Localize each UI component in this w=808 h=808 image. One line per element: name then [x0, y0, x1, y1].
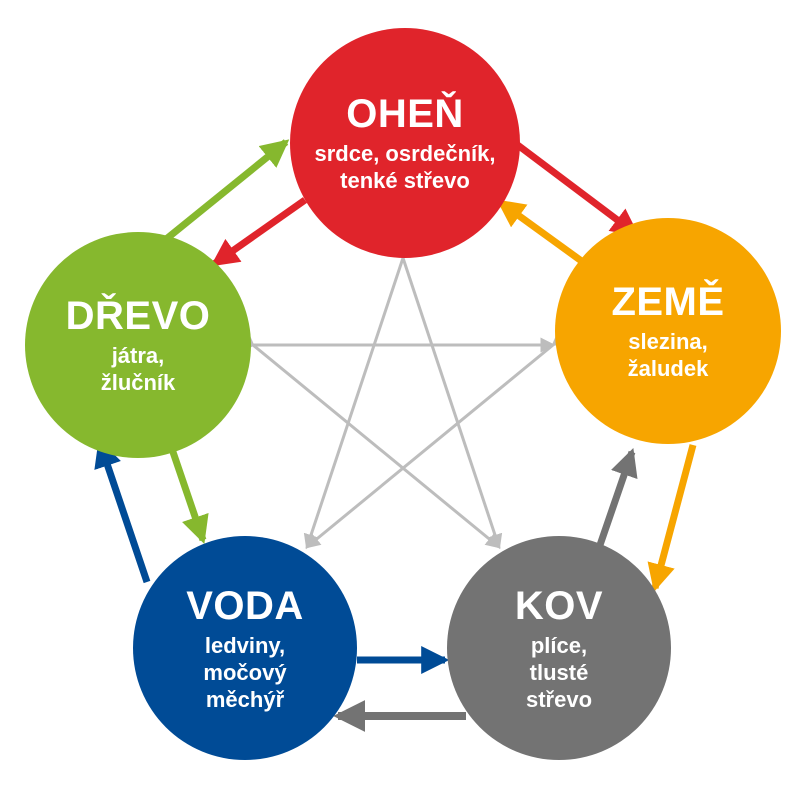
element-fire-organ-line: tenké střevo: [340, 168, 470, 193]
element-metal-organs: plíce, tlusté střevo: [526, 632, 592, 713]
element-metal-organ-line: tlusté: [529, 659, 589, 685]
arrow-wood-to-fire: [162, 139, 290, 243]
arrow-water-to-wood: [94, 439, 151, 584]
element-water-circle: VODA ledviny, močový měchýř: [133, 536, 357, 760]
outer-arrows: [94, 139, 697, 732]
star-line-earth-water: [305, 331, 568, 549]
element-earth-organs: slezina, žaludek: [628, 328, 709, 382]
element-earth-title: ZEMĚ: [611, 280, 725, 324]
element-wood-organs: játra, žlučník: [101, 342, 176, 396]
arrow-earth-to-metal: [647, 444, 697, 593]
element-wood-circle: DŘEVO játra, žlučník: [25, 232, 251, 458]
inner-star: [238, 243, 568, 550]
arrow-earth-to-fire: [496, 199, 590, 268]
element-wood-organ-line: žlučník: [100, 370, 176, 395]
element-water-organ-line: ledviny,: [204, 632, 286, 658]
element-water-organ-line: měchýř: [205, 686, 285, 712]
element-earth-organ-line: žaludek: [627, 356, 709, 381]
arrow-wood-to-water: [169, 450, 209, 544]
element-fire-organ-line: srdce, osrdečník,: [314, 141, 496, 166]
element-water-title: VODA: [186, 583, 304, 628]
element-earth-organ-line: slezina,: [628, 329, 708, 354]
arrow-fire-to-wood: [210, 197, 308, 267]
element-metal-title: KOV: [514, 583, 604, 628]
element-water-organ-line: močový: [203, 659, 287, 685]
arrow-metal-to-earth: [596, 448, 638, 547]
element-wood-title: DŘEVO: [65, 294, 211, 338]
element-metal-organ-line: plíce,: [530, 632, 588, 658]
element-fire-circle: OHEŇ srdce, osrdečník, tenké střevo: [290, 28, 520, 258]
element-metal-organ-line: střevo: [525, 686, 593, 712]
element-wood-organ-line: játra,: [111, 343, 165, 368]
arrow-fire-to-earth: [512, 140, 640, 237]
element-earth-circle: ZEMĚ slezina, žaludek: [555, 218, 781, 444]
element-fire-title: OHEŇ: [346, 92, 464, 136]
element-metal-circle: KOV plíce, tlusté střevo: [447, 536, 671, 760]
element-water-organs: ledviny, močový měchýř: [203, 632, 286, 713]
element-fire-organs: srdce, osrdečník, tenké střevo: [315, 140, 496, 194]
star-line-wood-metal: [238, 331, 501, 549]
